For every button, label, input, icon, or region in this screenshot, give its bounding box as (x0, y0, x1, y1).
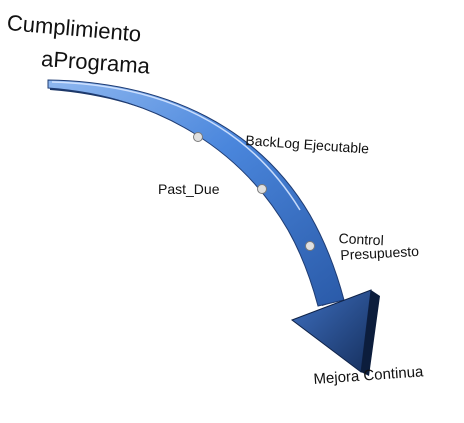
marker-backlog (193, 132, 203, 142)
arrow-highlight (51, 81, 301, 211)
step-label-past-due: Past_Due (158, 181, 220, 197)
step-label-control-line2: Presupuesto (339, 242, 420, 263)
marker-control (305, 241, 315, 251)
arrow-head-shadow (361, 290, 380, 376)
marker-past-due (257, 184, 267, 194)
arrow-body (47, 79, 345, 307)
